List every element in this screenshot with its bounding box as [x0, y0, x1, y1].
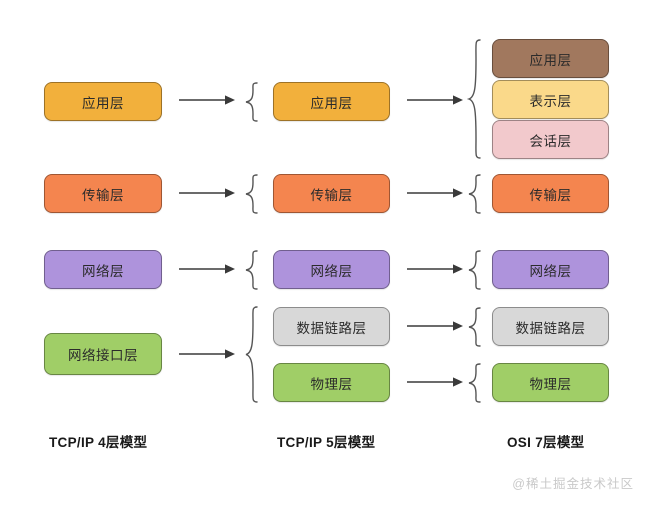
arrow-right-icon: [407, 186, 463, 200]
layer-box-tcpip4-network: 网络层: [44, 250, 162, 289]
layer-box-tcpip5-network: 网络层: [273, 250, 390, 289]
layer-box-tcpip4-transport: 传输层: [44, 174, 162, 213]
layer-box-osi-application: 应用层: [492, 39, 609, 78]
curly-brace-icon: [466, 39, 483, 159]
layer-label: 物理层: [529, 376, 572, 392]
layer-box-tcpip5-physical: 物理层: [273, 363, 390, 402]
layer-label: 传输层: [82, 187, 124, 203]
layer-box-osi-network: 网络层: [492, 250, 609, 289]
layer-box-tcpip4-network-interface: 网络接口层: [44, 333, 162, 375]
curly-brace-icon: [467, 363, 483, 403]
arrow-right-icon: [407, 319, 463, 333]
arrow-right-icon: [179, 347, 235, 361]
curly-brace-icon: [244, 306, 260, 403]
curly-brace-icon: [244, 250, 260, 290]
layer-label: 物理层: [310, 376, 353, 392]
layer-box-osi-physical: 物理层: [492, 363, 609, 402]
curly-brace-icon: [467, 174, 483, 214]
layer-box-tcpip5-transport: 传输层: [273, 174, 390, 213]
column-label-tcpip4: TCP/IP 4层模型: [49, 435, 148, 450]
curly-brace-icon: [467, 250, 483, 290]
layer-box-osi-presentation: 表示层: [492, 80, 609, 119]
layer-label: 数据链路层: [296, 320, 367, 336]
arrow-right-icon: [179, 262, 235, 276]
curly-brace-icon: [467, 307, 483, 347]
curly-brace-icon: [244, 82, 260, 122]
arrow-right-icon: [407, 262, 463, 276]
arrow-right-icon: [407, 93, 463, 107]
layer-box-osi-transport: 传输层: [492, 174, 609, 213]
layer-box-tcpip5-datalink: 数据链路层: [273, 307, 390, 346]
layer-label: 网络层: [310, 263, 353, 279]
arrow-right-icon: [179, 93, 235, 107]
layer-label: 会话层: [529, 133, 572, 149]
layer-label: 应用层: [529, 52, 572, 68]
layer-label: 应用层: [82, 95, 124, 111]
layer-label: 传输层: [529, 187, 572, 203]
layer-box-osi-session: 会话层: [492, 120, 609, 159]
layer-label: 应用层: [310, 95, 353, 111]
layer-label: 表示层: [529, 93, 572, 109]
column-label-osi7: OSI 7层模型: [507, 435, 585, 450]
layer-label: 传输层: [310, 187, 353, 203]
column-label-tcpip5: TCP/IP 5层模型: [277, 435, 376, 450]
layer-box-osi-datalink: 数据链路层: [492, 307, 609, 346]
layer-label: 网络接口层: [68, 348, 138, 363]
layer-label: 网络层: [529, 263, 572, 279]
curly-brace-icon: [244, 174, 260, 214]
layer-box-tcpip4-application: 应用层: [44, 82, 162, 121]
arrow-right-icon: [407, 375, 463, 389]
arrow-right-icon: [179, 186, 235, 200]
layer-label: 数据链路层: [515, 320, 586, 336]
watermark-label: @稀土掘金技术社区: [512, 477, 634, 491]
layer-box-tcpip5-application: 应用层: [273, 82, 390, 121]
layer-label: 网络层: [82, 263, 124, 279]
